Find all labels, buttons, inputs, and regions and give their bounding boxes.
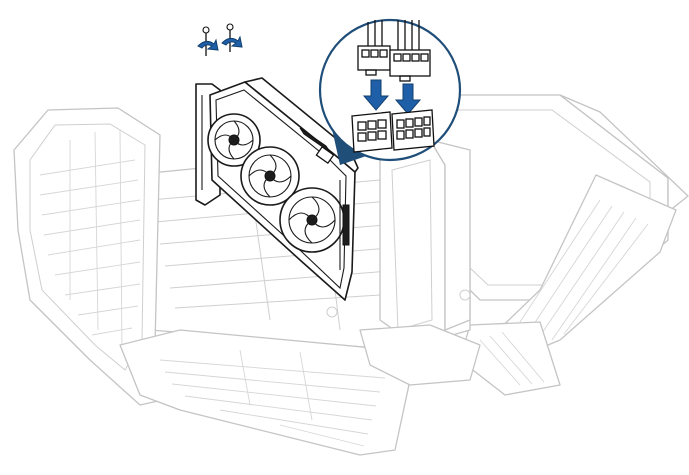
- case-divider-inner: [391, 159, 433, 331]
- right-panel-hatching: [519, 199, 649, 341]
- gpu-power-connector: [315, 145, 335, 165]
- case-right-ledge: [559, 94, 689, 213]
- case-divider-front: [429, 139, 471, 331]
- screw-icon: [202, 26, 210, 34]
- down-arrow-icon: [394, 83, 422, 115]
- case-divider-column: [379, 139, 446, 346]
- gpu-side-vent: [342, 204, 350, 246]
- right-foot-hatching: [479, 331, 545, 386]
- graphics-card: [195, 77, 359, 301]
- left-panel-hatching: [39, 129, 141, 351]
- gpu-shroud-edge: [215, 89, 347, 290]
- gpu-fan-1: [207, 113, 261, 167]
- gpu-fan-3: [279, 187, 345, 253]
- front-panel-hatching: [159, 349, 386, 447]
- screw-left: [197, 26, 219, 56]
- pcie-8pin-plug: [389, 49, 431, 82]
- screw-icon: [226, 23, 234, 31]
- power-cables: [367, 20, 420, 52]
- screw-right: [221, 23, 243, 52]
- rotate-arrow-icon: [221, 35, 243, 48]
- case-bottom-bracket: [359, 324, 481, 386]
- case-standoff-right: [459, 289, 471, 301]
- gpu-fan-2: [240, 146, 300, 206]
- gpu-top-edge: [244, 77, 359, 173]
- rotate-arrow-icon: [197, 38, 219, 51]
- connector-callout: [318, 18, 462, 165]
- gpu-power-sockets: [351, 109, 435, 153]
- down-arrow-icon: [362, 79, 390, 111]
- case-front-bottom-panel: [119, 329, 411, 456]
- case-standoff: [326, 306, 338, 318]
